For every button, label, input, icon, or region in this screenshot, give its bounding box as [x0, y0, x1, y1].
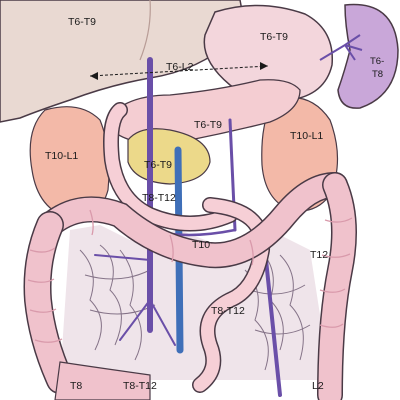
spleen-vessels — [319, 34, 363, 61]
label-small-intestine-upper: T10 — [192, 239, 210, 251]
label-cecum: T8 — [70, 380, 82, 392]
label-stomach: T6-T9 — [260, 31, 288, 43]
colon-haustra — [27, 209, 353, 343]
rectum-area — [54, 361, 151, 400]
spleen — [337, 3, 399, 109]
label-spleen-2: T8 — [372, 69, 383, 80]
label-small-intestine-lower: T8-T12 — [211, 305, 245, 317]
descending-colon-fill — [318, 173, 356, 400]
stomach — [203, 4, 334, 101]
transverse-colon-fill — [38, 173, 347, 267]
label-pancreas: T6-T9 — [194, 119, 222, 131]
label-spleen-1: T6- — [370, 56, 384, 67]
t6-l2-arrow — [89, 62, 269, 80]
label-sigmoid: L2 — [312, 380, 324, 392]
label-kidney-right: T10-L1 — [290, 130, 323, 142]
label-descending-colon: T12 — [310, 249, 328, 261]
label-liver: T6-T9 — [68, 16, 96, 28]
liver-fold — [139, 0, 151, 61]
label-kidney-left: T10-L1 — [45, 150, 78, 162]
small-intestine-fill — [193, 198, 269, 392]
ascending-colon-fill — [25, 212, 73, 393]
label-gallbladder: T6-T9 — [144, 159, 172, 171]
label-duodenum: T8-T12 — [142, 192, 176, 204]
label-arrow: T6-L2 — [166, 61, 194, 73]
label-rectum-left: T8-T12 — [123, 380, 157, 392]
duodenum-fill — [104, 103, 237, 230]
